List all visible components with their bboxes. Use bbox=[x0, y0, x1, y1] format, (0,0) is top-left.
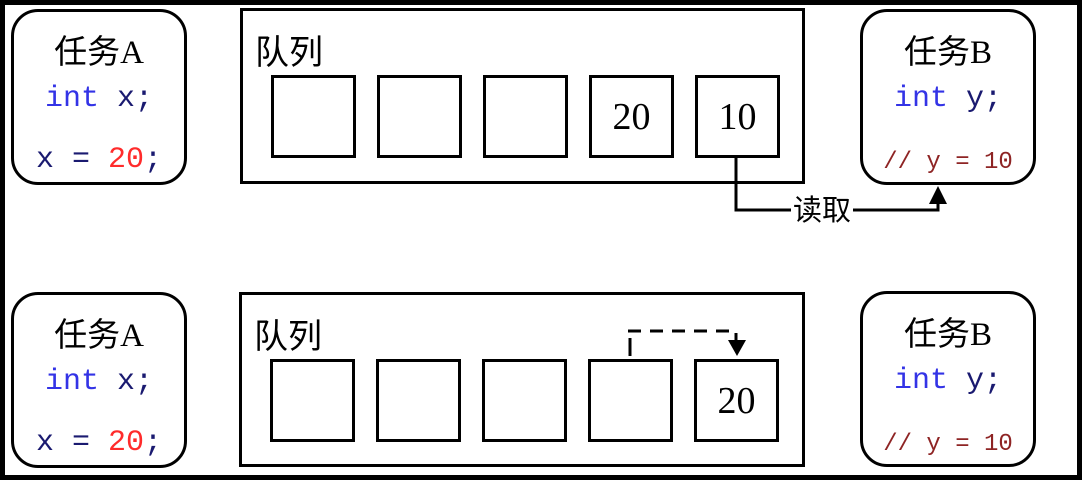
queue-cell-value: 20 bbox=[717, 379, 756, 422]
queue-panel-bottom: 队列 20 bbox=[239, 292, 805, 467]
assign-lhs: x = bbox=[35, 426, 108, 460]
keyword-int: int bbox=[44, 365, 99, 399]
queue-cell bbox=[588, 359, 673, 442]
task-b-card-bottom: 任务B int y; // y = 10 bbox=[860, 291, 1036, 467]
task-b-card-top: 任务B int y; // y = 10 bbox=[860, 9, 1036, 185]
task-a-card-top: 任务A int x; x = 20; bbox=[11, 9, 187, 185]
assign-semicolon: ; bbox=[144, 426, 163, 460]
queue-cell-value: 10 bbox=[718, 95, 757, 138]
task-a-card-bottom: 任务A int x; x = 20; bbox=[11, 292, 187, 468]
queue-label: 队列 bbox=[255, 35, 323, 72]
queue-cell bbox=[271, 75, 356, 158]
queue-cell bbox=[376, 359, 461, 442]
assign-lhs: x = bbox=[35, 143, 108, 177]
code-line-comment: // y = 10 bbox=[863, 149, 1033, 176]
task-title: 任务A bbox=[54, 35, 144, 71]
queue-panel-top: 队列 20 10 bbox=[240, 8, 805, 184]
queue-cell bbox=[483, 75, 568, 158]
task-title: 任务B bbox=[903, 317, 992, 353]
queue-cell: 10 bbox=[695, 75, 780, 158]
code-line-declaration: int x; bbox=[14, 365, 184, 399]
assign-value: 20 bbox=[107, 426, 144, 460]
declared-variable: x; bbox=[99, 82, 154, 116]
keyword-int: int bbox=[893, 82, 948, 116]
code-line-declaration: int x; bbox=[14, 82, 184, 116]
code-line-comment: // y = 10 bbox=[863, 431, 1033, 458]
assign-semicolon: ; bbox=[144, 143, 163, 177]
declared-variable: y; bbox=[948, 82, 1003, 116]
queue-cell: 20 bbox=[589, 75, 674, 158]
comment-text: // y = 10 bbox=[883, 149, 1013, 176]
queue-cell bbox=[270, 359, 355, 442]
code-line-assignment: x = 20; bbox=[14, 143, 184, 177]
code-line-declaration: int y; bbox=[863, 82, 1033, 116]
queue-cell bbox=[482, 359, 567, 442]
keyword-int: int bbox=[893, 364, 948, 398]
code-line-assignment: x = 20; bbox=[14, 426, 184, 460]
assign-value: 20 bbox=[107, 143, 144, 177]
task-title: 任务B bbox=[903, 35, 992, 71]
queue-cell bbox=[377, 75, 462, 158]
queue-cell-value: 20 bbox=[612, 95, 651, 138]
code-line-declaration: int y; bbox=[863, 364, 1033, 398]
read-arrow-label: 读取 bbox=[791, 195, 854, 227]
declared-variable: y; bbox=[948, 364, 1003, 398]
declared-variable: x; bbox=[99, 365, 154, 399]
task-title: 任务A bbox=[54, 318, 144, 354]
queue-label: 队列 bbox=[254, 319, 322, 356]
comment-text: // y = 10 bbox=[883, 431, 1013, 458]
keyword-int: int bbox=[44, 82, 99, 116]
queue-cell: 20 bbox=[694, 359, 779, 442]
